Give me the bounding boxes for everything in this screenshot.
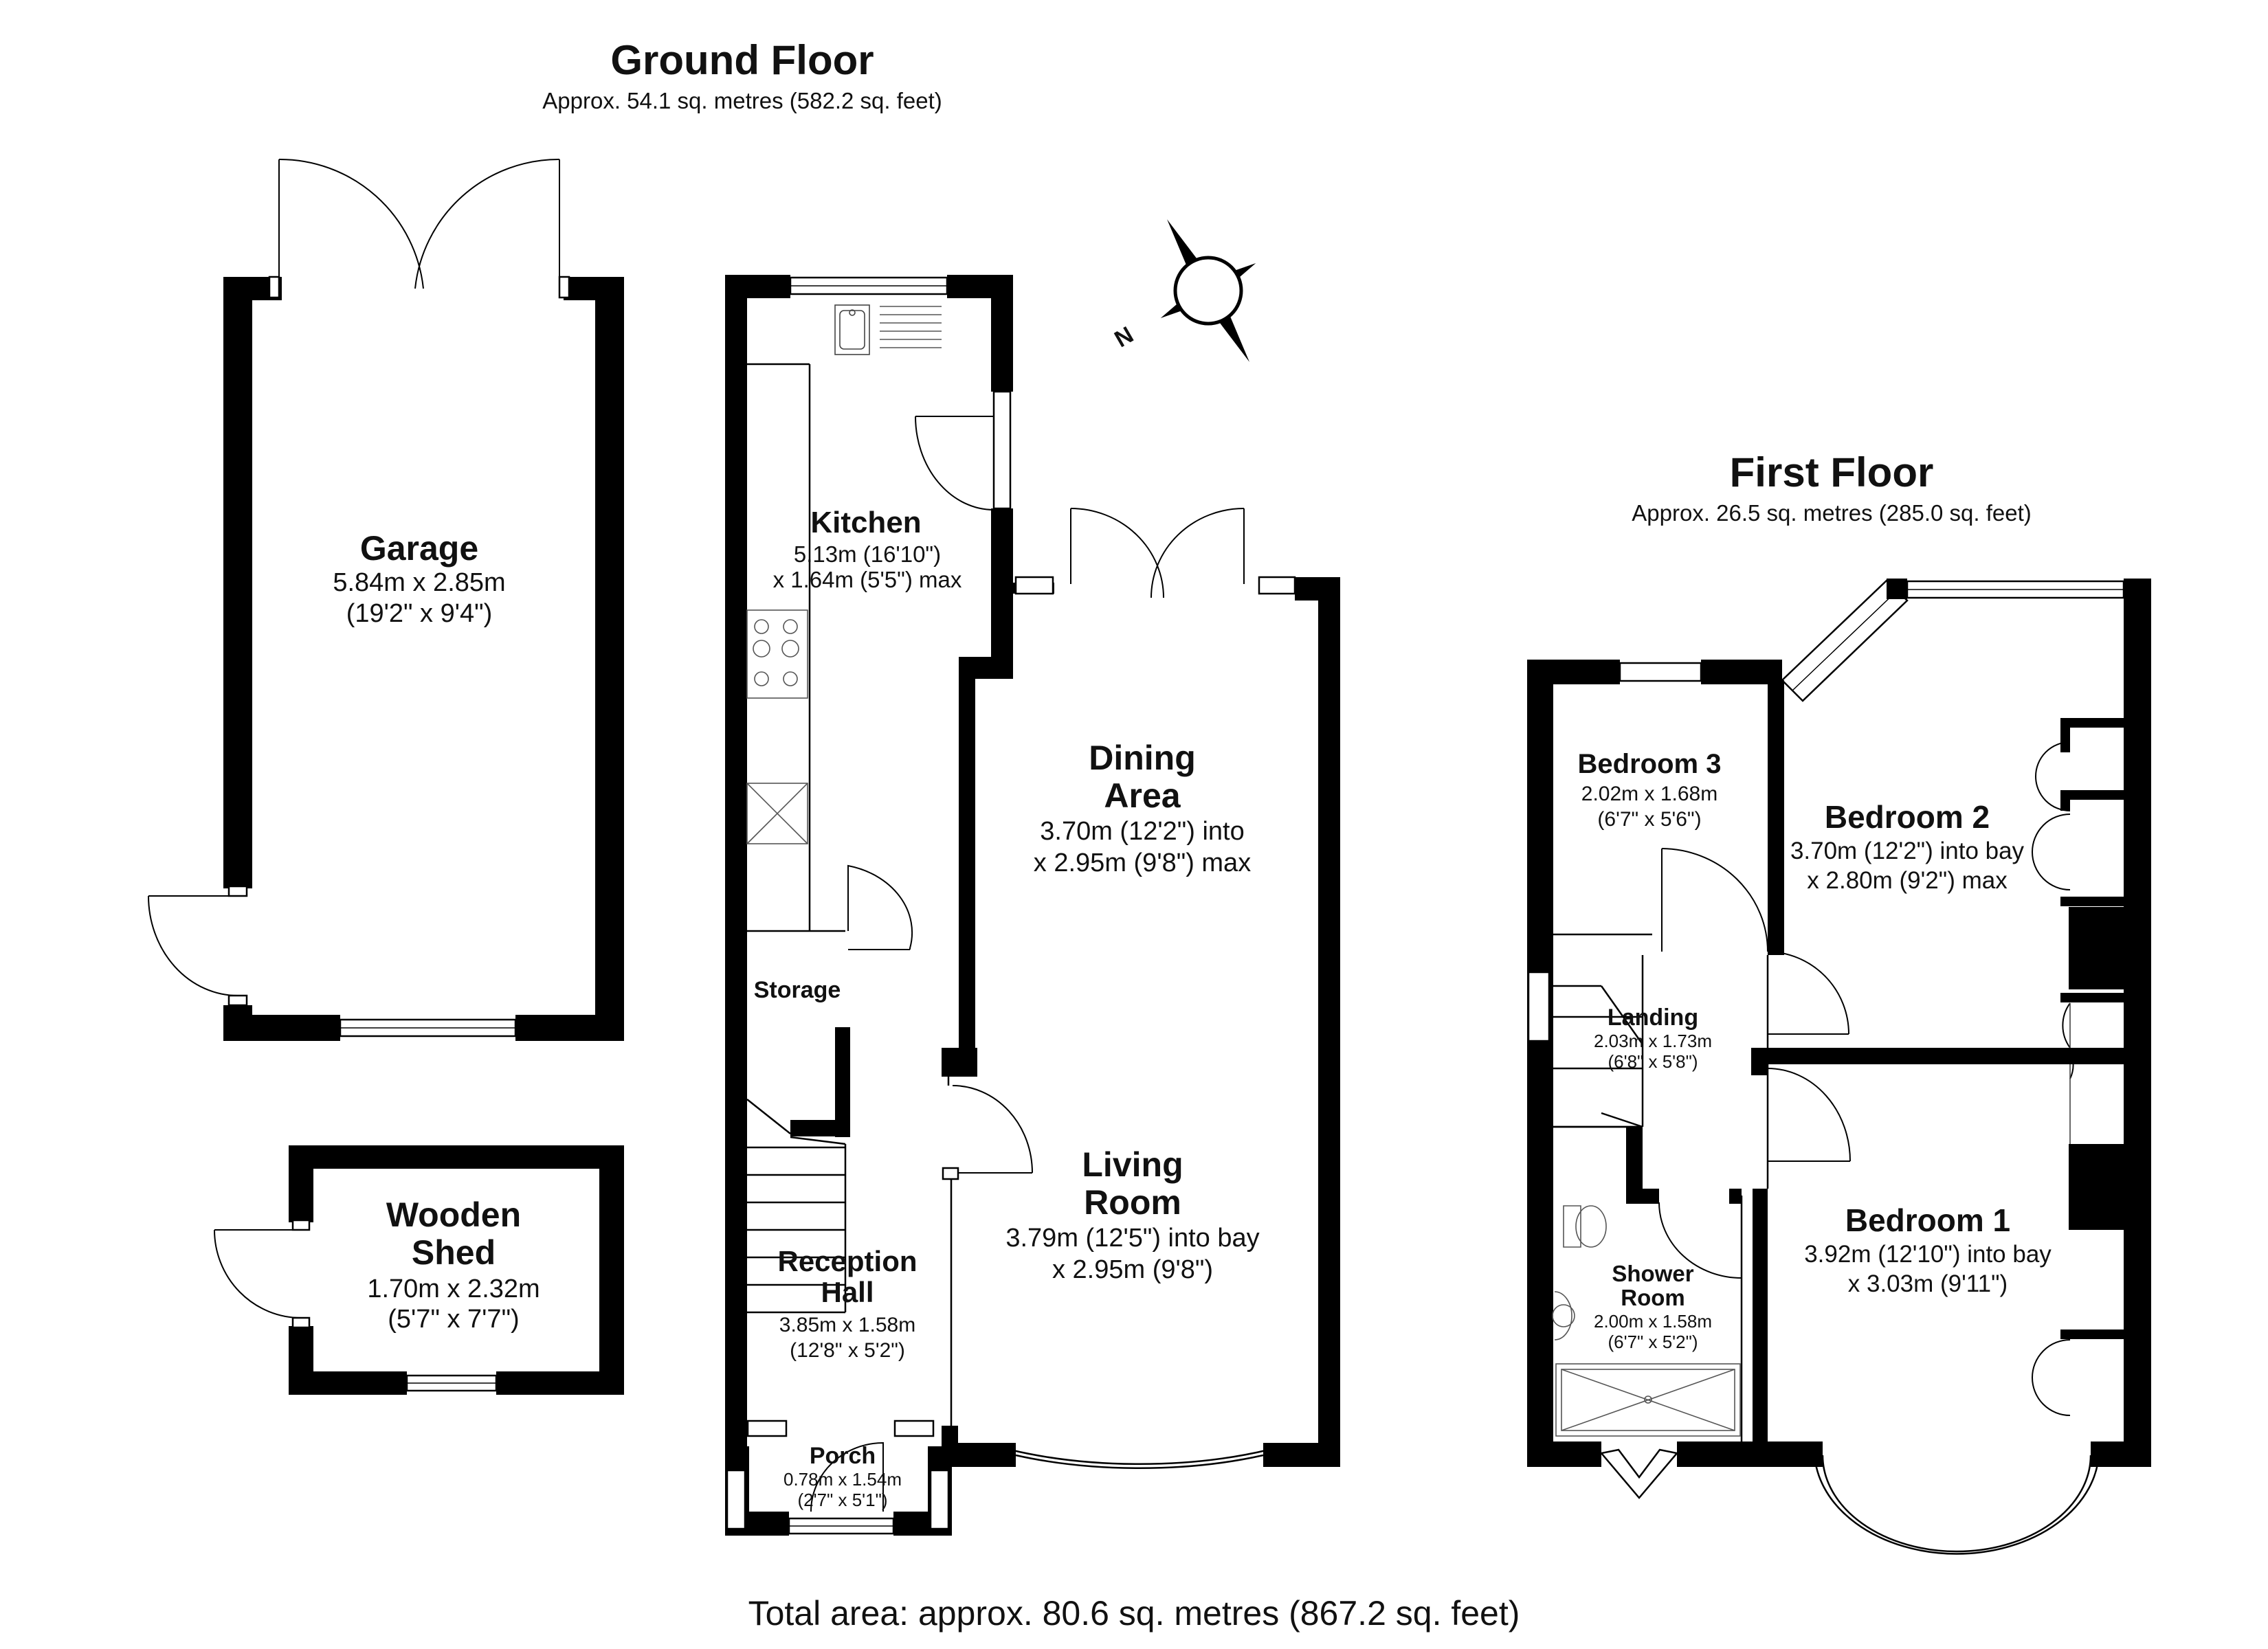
appliance-icon	[746, 783, 808, 844]
landing-name: Landing	[1608, 1005, 1698, 1031]
bedroom2-dim1: 3.70m (12'2") into bay	[1790, 838, 2025, 864]
garage-dim1: 5.84m x 2.85m	[333, 568, 505, 597]
reception-name1: Reception	[777, 1245, 917, 1277]
dining-dim2: x 2.95m (9'8") max	[1034, 849, 1251, 877]
dining-name2: Area	[1104, 776, 1181, 815]
living-dim2: x 2.95m (9'8")	[1052, 1255, 1213, 1284]
ground-floor-plan: Kitchen 5.13m (16'10") x 1.64m (5'5") ma…	[725, 275, 1340, 1536]
bedroom2-dim2: x 2.80m (9'2") max	[1807, 867, 2008, 894]
stairs	[746, 1099, 847, 1314]
garage-name: Garage	[360, 529, 478, 568]
first-floor-plan: Bedroom 3 2.02m x 1.68m (6'7" x 5'6") Be…	[1527, 579, 2151, 1555]
bedroom1-dim2: x 3.03m (9'11")	[1848, 1270, 2008, 1297]
shed-dim2: (5'7" x 7'7")	[388, 1305, 519, 1334]
bedroom1-name: Bedroom 1	[1845, 1202, 2010, 1238]
dining-dim1: 3.70m (12'2") into	[1040, 817, 1244, 846]
storage-name: Storage	[754, 977, 841, 1003]
kitchen-dim1: 5.13m (16'10")	[794, 541, 941, 567]
compass-north-label: N	[1110, 322, 1137, 352]
wooden-shed: Wooden Shed 1.70m x 2.32m (5'7" x 7'7")	[214, 1145, 624, 1395]
garage-dim2: (19'2" x 9'4")	[346, 599, 493, 628]
bedroom3-dim1: 2.02m x 1.68m	[1581, 783, 1717, 805]
ground-floor-title: Ground Floor	[610, 37, 874, 83]
shed-name1: Wooden	[386, 1196, 521, 1234]
bedroom3-dim2: (6'7" x 5'6")	[1597, 808, 1701, 831]
dining-name1: Dining	[1089, 739, 1196, 777]
shower-name2: Room	[1621, 1285, 1685, 1310]
porch-dim1: 0.78m x 1.54m	[783, 1469, 902, 1490]
porch-name: Porch	[810, 1443, 876, 1469]
garage: Garage 5.84m x 2.85m (19'2" x 9'4")	[148, 158, 624, 1041]
kitchen-name: Kitchen	[810, 506, 921, 539]
living-name1: Living	[1082, 1145, 1183, 1184]
drainer	[880, 306, 942, 348]
living-dim1: 3.79m (12'5") into bay	[1005, 1224, 1259, 1253]
porch-dim2: (2'7" x 5'1")	[798, 1490, 888, 1510]
shower-name1: Shower	[1612, 1261, 1693, 1286]
ground-floor-area: Approx. 54.1 sq. metres (582.2 sq. feet)	[542, 88, 942, 113]
living-name2: Room	[1084, 1183, 1181, 1222]
wardrobes-bedroom2	[2032, 718, 2124, 1048]
total-area: Total area: approx. 80.6 sq. metres (867…	[748, 1594, 1520, 1633]
shed-name2: Shed	[412, 1233, 496, 1272]
first-floor-area: Approx. 26.5 sq. metres (285.0 sq. feet)	[1632, 500, 2031, 526]
shed-dim1: 1.70m x 2.32m	[367, 1275, 540, 1303]
shower-dim1: 2.00m x 1.58m	[1594, 1311, 1712, 1332]
shower-dim2: (6'7" x 5'2")	[1608, 1332, 1698, 1352]
first-floor-heading: First Floor Approx. 26.5 sq. metres (285…	[1632, 449, 2031, 526]
bedroom1-dim1: 3.92m (12'10") into bay	[1804, 1241, 2052, 1268]
bedroom3-name: Bedroom 3	[1578, 749, 1722, 779]
compass-rose: N	[1110, 219, 1256, 362]
hob-icon	[746, 609, 808, 699]
ground-floor-heading: Ground Floor Approx. 54.1 sq. metres (58…	[542, 37, 942, 113]
first-floor-title: First Floor	[1730, 449, 1934, 495]
landing-dim2: (6'8" x 5'8")	[1608, 1051, 1698, 1072]
wardrobes-bedroom1	[2032, 1051, 2124, 1416]
reception-name2: Hall	[821, 1276, 874, 1308]
reception-dim2: (12'8" x 5'2")	[790, 1339, 905, 1362]
kitchen-dim2: x 1.64m (5'5") max	[773, 567, 962, 592]
landing-dim1: 2.03m x 1.73m	[1594, 1031, 1712, 1051]
reception-dim1: 3.85m x 1.58m	[779, 1314, 915, 1336]
bedroom2-name: Bedroom 2	[1825, 799, 1990, 835]
